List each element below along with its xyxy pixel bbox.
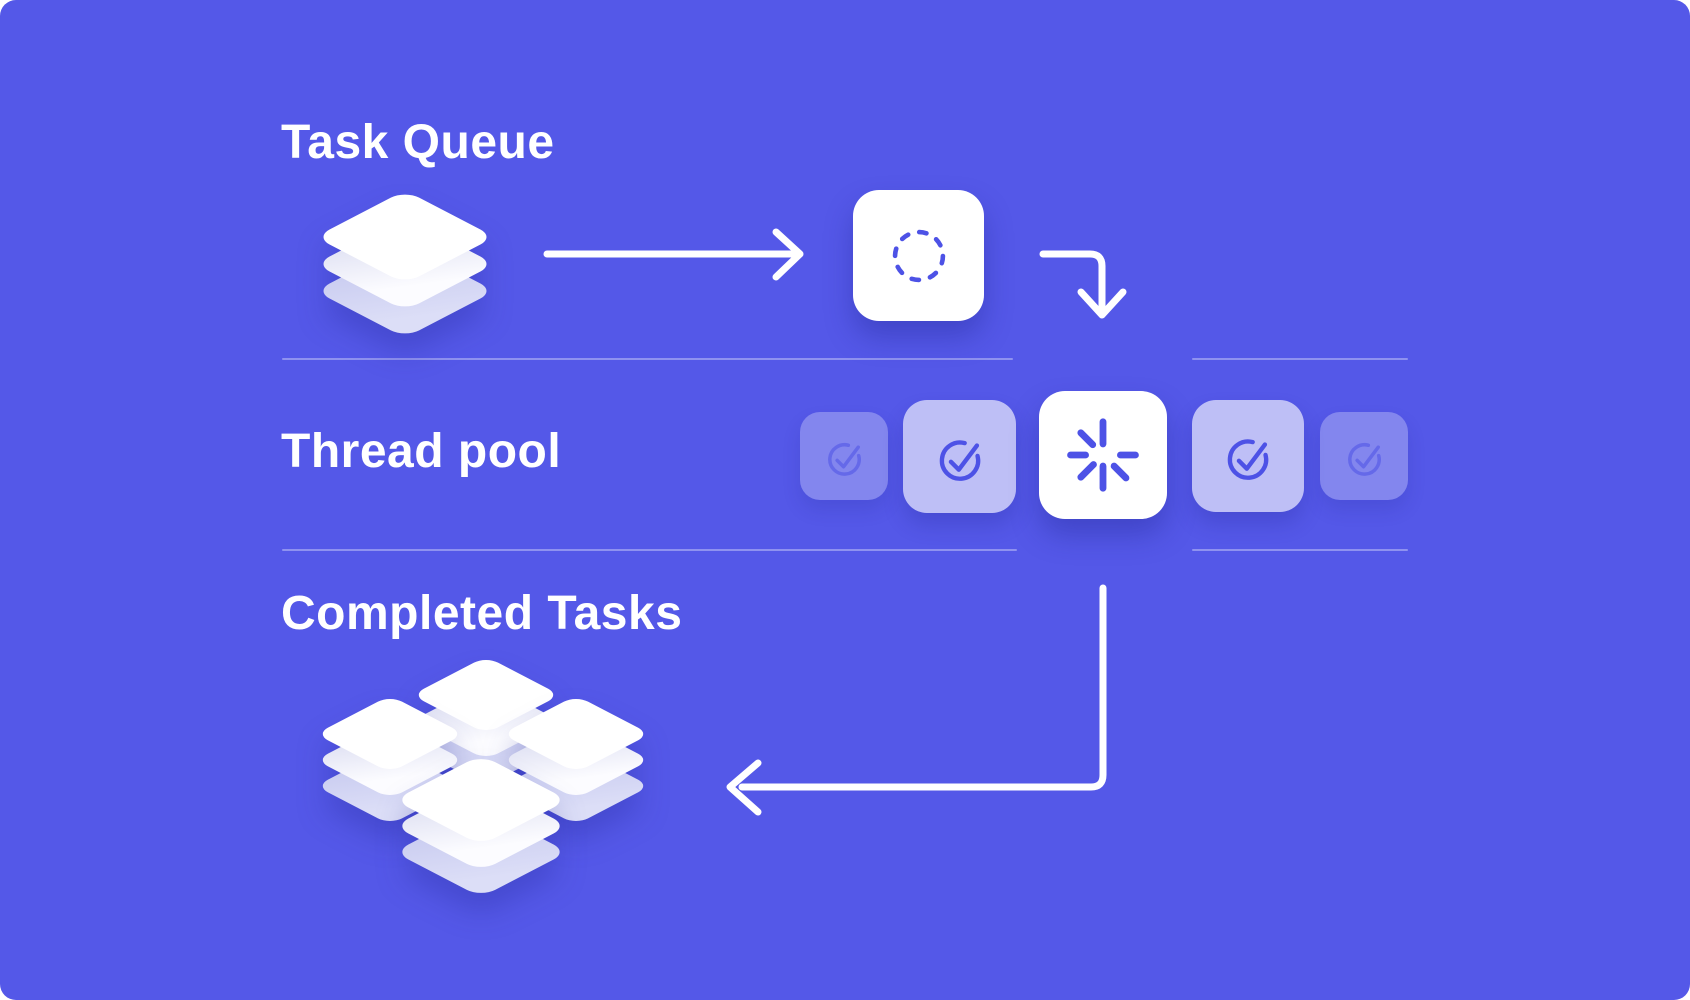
incoming-task-tile xyxy=(853,190,984,321)
dashed-circle-task-icon xyxy=(892,229,945,282)
divider-top-right xyxy=(1192,358,1408,360)
return-left-arrow xyxy=(726,584,1107,816)
check-circle-icon xyxy=(939,439,980,481)
check-circle-icon xyxy=(827,442,861,476)
elbow-down-arrow xyxy=(1039,250,1127,319)
thread-5-completed-faint xyxy=(1320,412,1408,500)
spinner-icon xyxy=(1067,418,1139,492)
check-circle-icon xyxy=(1347,442,1381,476)
thread-1-completed-faint xyxy=(800,412,888,500)
check-circle-icon xyxy=(1227,439,1269,480)
right-arrow xyxy=(543,228,804,281)
task-queue-title: Task Queue xyxy=(281,116,555,169)
thread-pool-title: Thread pool xyxy=(281,425,562,478)
thread-3-processing xyxy=(1039,391,1167,519)
divider-bottom-left xyxy=(282,549,1017,551)
divider-bottom-right xyxy=(1192,549,1408,551)
divider-top-left xyxy=(282,358,1013,360)
thread-2-completed xyxy=(903,400,1016,513)
completed-tasks-title: Completed Tasks xyxy=(281,587,683,640)
thread-4-completed xyxy=(1192,400,1304,512)
